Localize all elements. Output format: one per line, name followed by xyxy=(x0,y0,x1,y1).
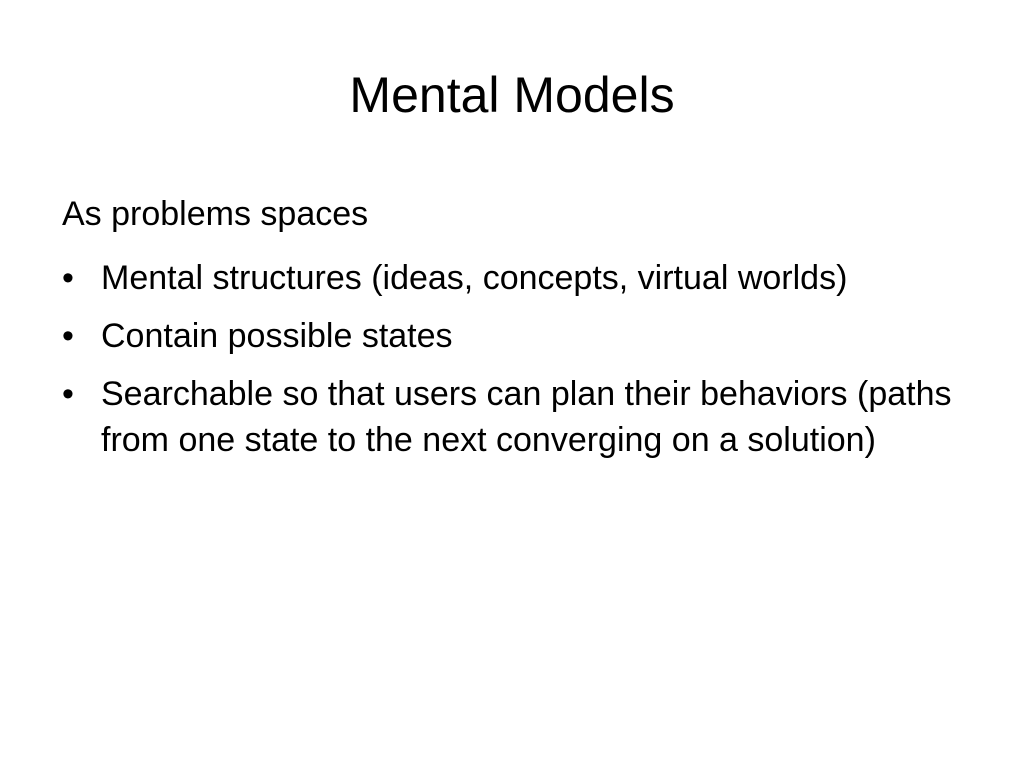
bullet-item: • Contain possible states xyxy=(62,313,962,359)
bullet-icon: • xyxy=(62,317,74,355)
bullet-icon: • xyxy=(62,259,74,297)
intro-text: As problems spaces xyxy=(62,195,369,233)
bullet-item: • Searchable so that users can plan thei… xyxy=(62,371,962,463)
slide-title: Mental Models xyxy=(349,67,675,123)
slide-body: As problems spaces • Mental structures (… xyxy=(62,191,962,475)
bullet-text: Mental structures (ideas, concepts, virt… xyxy=(101,259,848,297)
bullet-text: Searchable so that users can plan their … xyxy=(101,375,952,459)
bullet-list: • Mental structures (ideas, concepts, vi… xyxy=(62,255,962,463)
bullet-text: Contain possible states xyxy=(101,317,453,355)
bullet-icon: • xyxy=(62,375,74,413)
bullet-item: • Mental structures (ideas, concepts, vi… xyxy=(62,255,962,301)
